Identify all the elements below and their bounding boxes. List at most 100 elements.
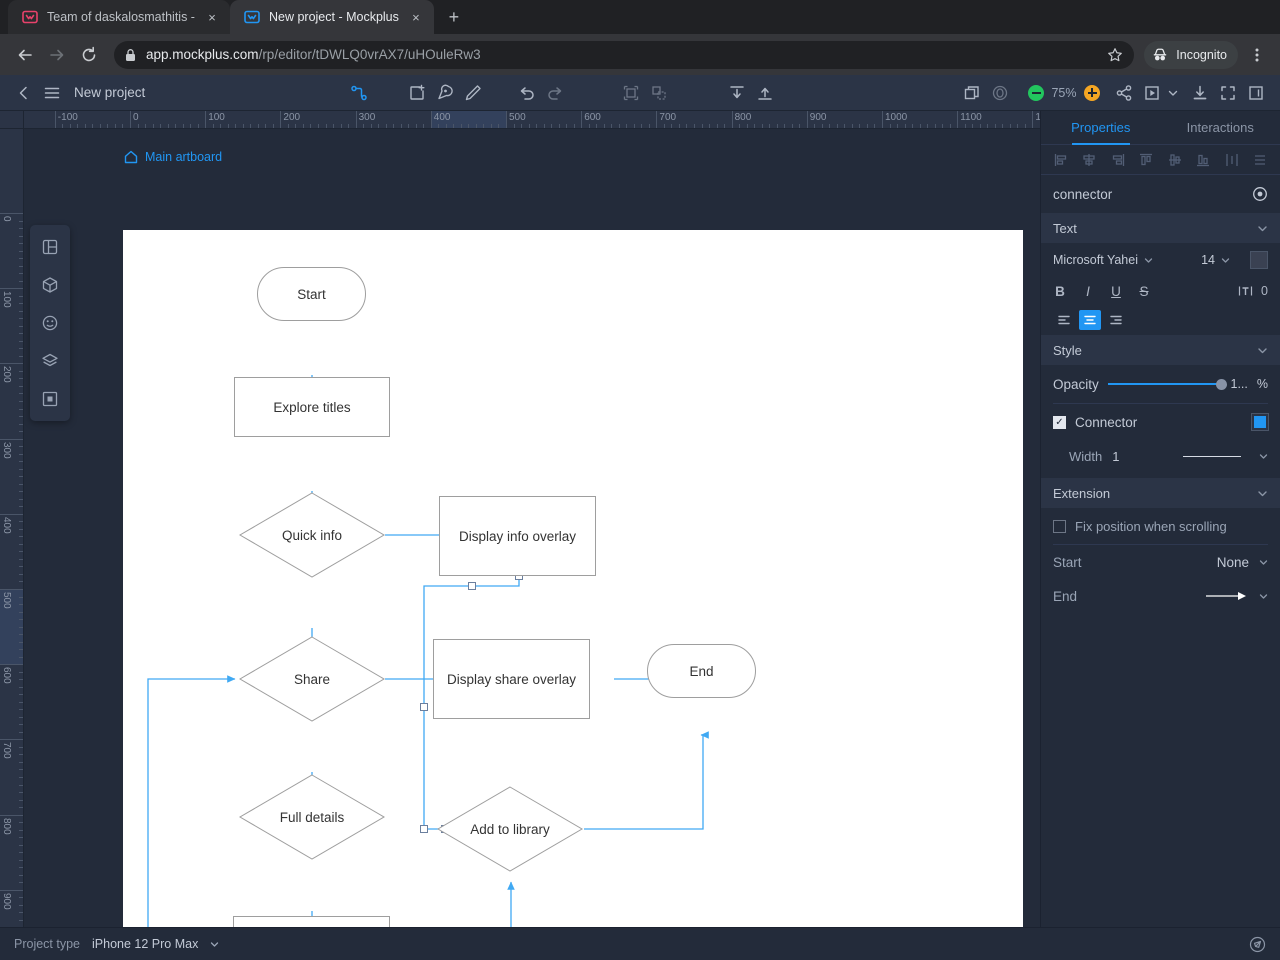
arrow-end-icon[interactable]: [1205, 590, 1249, 602]
style-section-header[interactable]: Style: [1041, 335, 1280, 365]
text-color-swatch[interactable]: [1250, 251, 1268, 269]
canvas-area[interactable]: Main artboard: [24, 129, 1040, 960]
tab-properties[interactable]: Properties: [1041, 111, 1161, 144]
zoom-in-icon[interactable]: [1084, 84, 1100, 101]
target-icon[interactable]: [986, 79, 1014, 107]
undo-icon[interactable]: [513, 79, 541, 107]
browser-tab-1-close-icon[interactable]: ×: [412, 9, 420, 25]
object-name[interactable]: connector: [1053, 186, 1113, 202]
distribute-horizontal-icon[interactable]: [1222, 150, 1242, 170]
visibility-eye-icon[interactable]: [1252, 186, 1268, 202]
text-align-left-icon[interactable]: [1053, 310, 1075, 330]
zoom-level[interactable]: 75%: [1051, 85, 1077, 100]
flow-node-explore-titles[interactable]: Explore titles: [234, 377, 390, 437]
font-size-value[interactable]: 14: [1201, 253, 1215, 267]
text-section-header[interactable]: Text: [1041, 213, 1280, 243]
bold-button[interactable]: B: [1055, 283, 1065, 299]
artboards-icon[interactable]: [34, 383, 66, 415]
chevron-down-icon[interactable]: [1257, 345, 1268, 356]
chevron-down-icon[interactable]: [1166, 79, 1180, 107]
hamburger-menu-icon[interactable]: [38, 79, 66, 107]
flow-node-display-share-overlay[interactable]: Display share overlay: [433, 639, 590, 719]
pen-tool-icon[interactable]: [431, 79, 459, 107]
new-tab-button[interactable]: +: [448, 7, 460, 27]
align-top-icon[interactable]: [1136, 150, 1156, 170]
opacity-slider[interactable]: [1107, 379, 1227, 390]
back-to-dashboard-button[interactable]: [10, 79, 38, 107]
fix-position-checkbox[interactable]: [1053, 519, 1066, 533]
connector-tool-icon[interactable]: [345, 79, 373, 107]
distribute-vertical-icon[interactable]: [1250, 150, 1270, 170]
project-type-chevron-down-icon[interactable]: [210, 940, 219, 949]
align-right-icon[interactable]: [1108, 150, 1128, 170]
connector-checkbox[interactable]: ✓: [1053, 415, 1066, 429]
flow-node-end[interactable]: End: [647, 644, 756, 698]
chevron-down-icon[interactable]: [1257, 488, 1268, 499]
components-panel-icon[interactable]: [34, 231, 66, 263]
star-icon[interactable]: [1106, 46, 1124, 64]
tab-interactions[interactable]: Interactions: [1186, 120, 1254, 135]
start-chevron-down-icon[interactable]: [1259, 558, 1268, 567]
zoom-out-icon[interactable]: [1028, 84, 1044, 101]
kebab-menu-icon[interactable]: [1244, 42, 1270, 68]
browser-tab-0[interactable]: Team of daskalosmathitis - ×: [8, 0, 230, 34]
align-center-horizontal-icon[interactable]: [1079, 150, 1099, 170]
project-type-value[interactable]: iPhone 12 Pro Max: [92, 937, 199, 951]
italic-button[interactable]: I: [1086, 283, 1090, 299]
group-icon[interactable]: [617, 79, 645, 107]
browser-tab-0-close-icon[interactable]: ×: [208, 9, 216, 25]
assets-cube-icon[interactable]: [34, 269, 66, 301]
share-icon[interactable]: [1110, 79, 1138, 107]
extension-section-header[interactable]: Extension: [1041, 478, 1280, 508]
chevron-down-icon[interactable]: [1257, 223, 1268, 234]
forward-arrow-icon[interactable]: [42, 40, 72, 70]
font-size-chevron-down-icon[interactable]: [1221, 256, 1230, 265]
pencil-tool-icon[interactable]: [459, 79, 487, 107]
width-value[interactable]: 1: [1112, 448, 1120, 464]
text-align-center-icon[interactable]: [1079, 310, 1101, 330]
preview-play-icon[interactable]: [1138, 79, 1166, 107]
font-family-value[interactable]: Microsoft Yahei: [1053, 253, 1138, 267]
underline-button[interactable]: U: [1111, 283, 1121, 299]
opacity-value[interactable]: 1...: [1230, 377, 1248, 391]
send-backward-icon[interactable]: [723, 79, 751, 107]
connector-handle-mid1[interactable]: [468, 582, 476, 590]
ungroup-icon[interactable]: [645, 79, 673, 107]
incognito-profile-button[interactable]: Incognito: [1144, 40, 1238, 69]
end-chevron-down-icon[interactable]: [1259, 592, 1268, 601]
text-align-right-icon[interactable]: [1105, 310, 1127, 330]
panel-toggle-icon[interactable]: [1242, 79, 1270, 107]
font-family-chevron-down-icon[interactable]: [1144, 256, 1153, 265]
flow-node-display-info-overlay[interactable]: Display info overlay: [439, 496, 596, 576]
add-artboard-icon[interactable]: [403, 79, 431, 107]
flow-node-start[interactable]: Start: [257, 267, 366, 321]
strikethrough-button[interactable]: S: [1139, 283, 1149, 299]
layers-icon[interactable]: [34, 345, 66, 377]
browser-tab-1[interactable]: New project - Mockplus ×: [229, 0, 434, 34]
fullscreen-icon[interactable]: [1214, 79, 1242, 107]
connector-handle-mid2[interactable]: [420, 703, 428, 711]
compass-icon[interactable]: [1249, 936, 1266, 953]
address-bar[interactable]: app.mockplus.com/rp/editor/tDWLQ0vrAX7/u…: [114, 40, 1135, 69]
align-left-icon[interactable]: [1051, 150, 1071, 170]
download-icon[interactable]: [1186, 79, 1214, 107]
reload-icon[interactable]: [74, 40, 104, 70]
artboard-canvas[interactable]: Start Explore titles Display info overla…: [123, 230, 1023, 960]
artboard-breadcrumb[interactable]: Main artboard: [124, 150, 222, 164]
line-style-chevron-down-icon[interactable]: [1259, 452, 1268, 461]
start-value[interactable]: None: [1216, 554, 1249, 570]
redo-icon[interactable]: [541, 79, 569, 107]
bring-forward-icon[interactable]: [751, 79, 779, 107]
align-middle-vertical-icon[interactable]: [1165, 150, 1185, 170]
connector-color-swatch[interactable]: [1251, 413, 1269, 431]
connector-handle-mid3[interactable]: [420, 825, 428, 833]
flow-node-share[interactable]: Share: [240, 637, 384, 722]
duplicate-icon[interactable]: [958, 79, 986, 107]
letter-spacing-value[interactable]: 0: [1261, 284, 1268, 298]
project-name[interactable]: New project: [74, 85, 146, 100]
align-bottom-icon[interactable]: [1193, 150, 1213, 170]
flow-node-quick-info[interactable]: Quick info: [240, 493, 384, 578]
back-arrow-icon[interactable]: [10, 40, 40, 70]
